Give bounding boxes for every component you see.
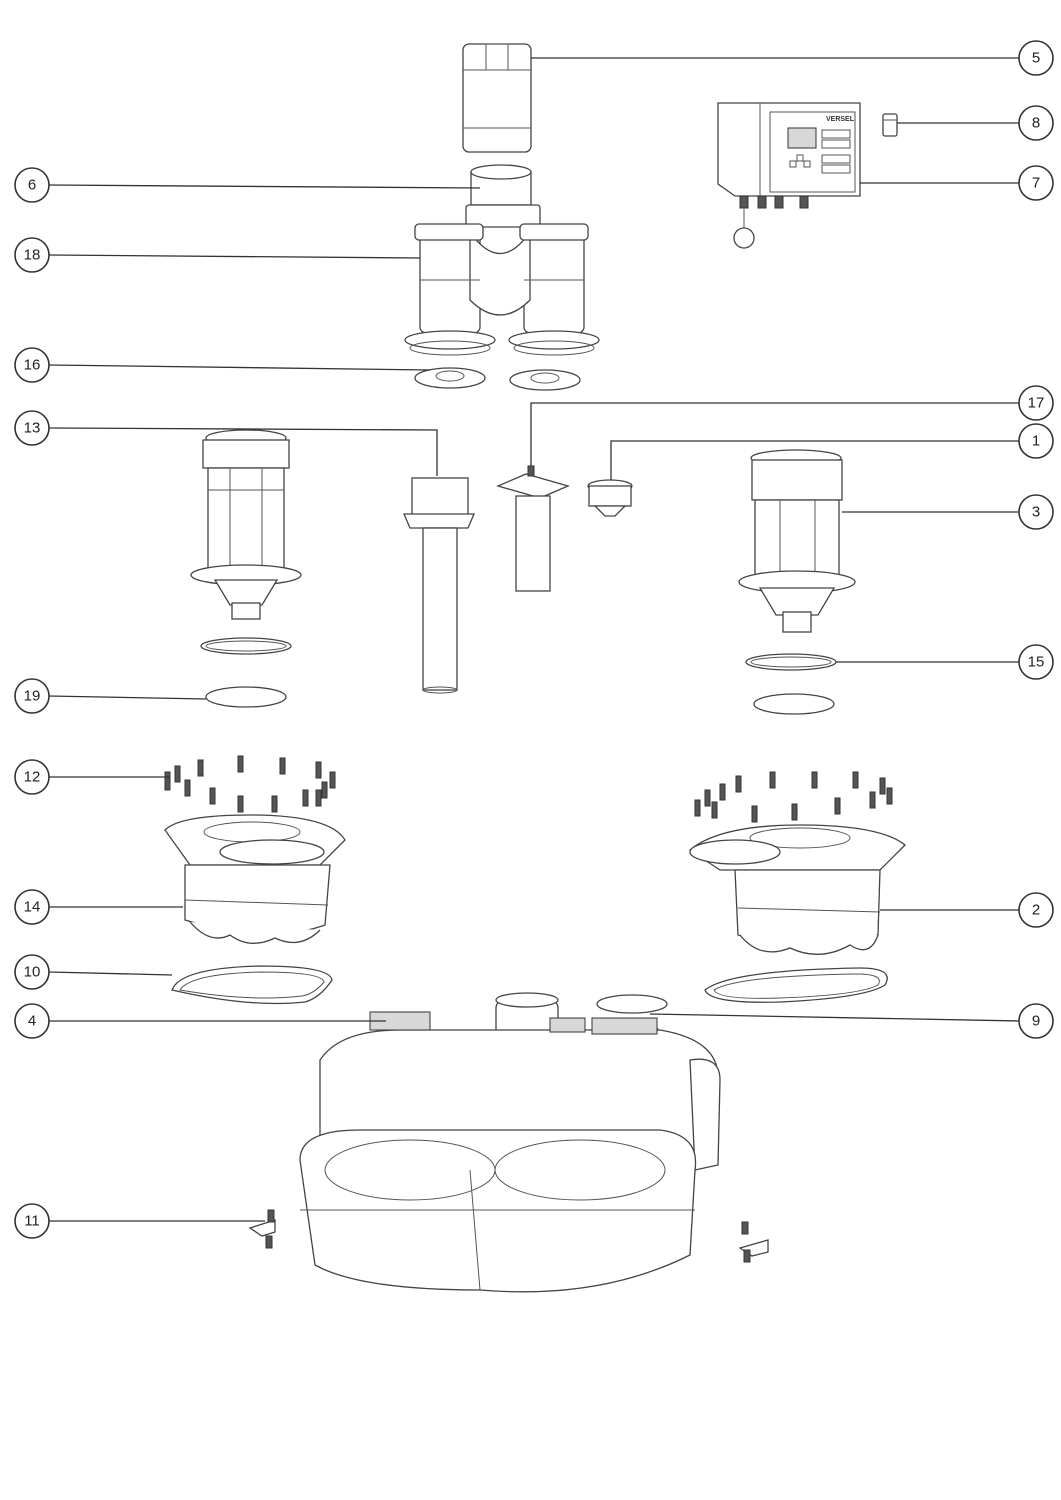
gaskets [171, 965, 888, 1005]
callout-2: 2 [1018, 892, 1054, 928]
callout-7: 7 [1018, 165, 1054, 201]
screws-right [694, 771, 893, 823]
svg-text:12: 12 [24, 769, 41, 786]
svg-text:11: 11 [24, 1213, 40, 1230]
svg-text:2: 2 [1032, 902, 1040, 919]
part-16-flaps [414, 367, 581, 391]
callout-15: 15 [1018, 644, 1054, 680]
part-12-screws-left [164, 755, 336, 813]
svg-text:8: 8 [1032, 115, 1040, 132]
part-1-plug [587, 479, 633, 517]
callout-10: 10 [14, 954, 50, 990]
svg-text:9: 9 [1032, 1013, 1040, 1030]
leader-lines [48, 57, 1020, 1222]
callout-8: 8 [1018, 105, 1054, 141]
callout-13: 13 [14, 410, 50, 446]
part-3-pump-motor [738, 449, 856, 633]
svg-text:6: 6 [28, 177, 36, 194]
callout-18: 18 [14, 237, 50, 273]
svg-text:18: 18 [24, 247, 41, 264]
part-11-brackets [248, 1209, 769, 1263]
svg-text:1: 1 [1032, 433, 1040, 450]
part-2-pump-housing-right [688, 824, 906, 955]
callout-16: 16 [14, 347, 50, 383]
part-13-sensor-tube [403, 477, 475, 694]
svg-text:17: 17 [1028, 395, 1045, 412]
part-18-valve-manifold [404, 204, 600, 356]
callout-11: 11 [14, 1203, 50, 1239]
callout-6: 6 [14, 167, 50, 203]
callout-19: 19 [14, 678, 50, 714]
callout-14: 14 [14, 889, 50, 925]
collection-tank [299, 992, 721, 1293]
svg-text:3: 3 [1032, 504, 1040, 521]
part-7-control-unit: VERSEL [717, 102, 861, 249]
callout-1: 1 [1018, 423, 1054, 459]
left-pump-motor [190, 429, 302, 620]
svg-text:4: 4 [28, 1013, 36, 1030]
svg-text:19: 19 [24, 688, 41, 705]
part-17-sensor-holder [496, 465, 570, 592]
callout-5: 5 [1018, 40, 1054, 76]
callout-4: 4 [14, 1003, 50, 1039]
svg-text:7: 7 [1032, 175, 1040, 192]
seal-rings [200, 637, 837, 671]
svg-text:16: 16 [24, 357, 41, 374]
svg-text:14: 14 [24, 899, 41, 916]
callout-9: 9 [1018, 1003, 1054, 1039]
svg-text:10: 10 [24, 964, 41, 981]
part-5-sleeve [462, 43, 532, 153]
svg-text:5: 5 [1032, 50, 1040, 67]
part-19-discs [205, 686, 835, 715]
controller-brand: VERSEL [826, 116, 855, 123]
callout-17: 17 [1018, 385, 1054, 421]
callout-12: 12 [14, 759, 50, 795]
part-14-pump-housing-left [164, 814, 346, 944]
part-8-battery [882, 113, 898, 137]
svg-text:15: 15 [1028, 654, 1045, 671]
callout-3: 3 [1018, 494, 1054, 530]
svg-text:13: 13 [24, 420, 41, 437]
